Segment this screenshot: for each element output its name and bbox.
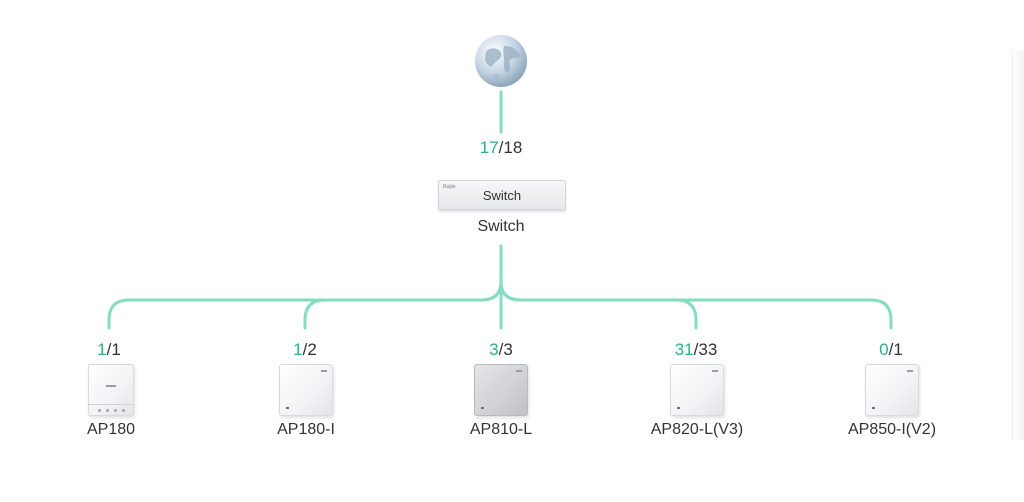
switch-device-icon[interactable]: Ruijie Switch bbox=[438, 180, 566, 210]
ap-total-count: /1 bbox=[106, 340, 121, 359]
ap-count-ap850-i: 0/1 bbox=[879, 340, 903, 360]
ap-count-ap820-l: 31/33 bbox=[675, 340, 718, 360]
ap-led bbox=[481, 407, 484, 409]
ap-count-ap180: 1/1 bbox=[97, 340, 121, 360]
ap-online-count: 3 bbox=[489, 340, 499, 359]
ap-label-ap810-l: AP810-L bbox=[469, 421, 533, 438]
switch-face-text: Switch bbox=[482, 188, 522, 203]
ap-logo bbox=[712, 370, 718, 372]
ceiling-ap-icon[interactable] bbox=[865, 364, 919, 416]
ap-label-ap820-l: AP820-L(V3) bbox=[650, 421, 744, 438]
ap-online-count: 0 bbox=[879, 340, 889, 359]
link-branch-ap850-i bbox=[499, 280, 893, 330]
link-branch-ap820-l bbox=[499, 280, 698, 330]
switch-total-count: /18 bbox=[498, 138, 523, 157]
ap-led bbox=[677, 407, 680, 409]
ap-led bbox=[286, 407, 289, 409]
ap-online-count: 1 bbox=[293, 340, 303, 359]
ap-count-ap810-l: 3/3 bbox=[489, 340, 513, 360]
ap-logo bbox=[106, 385, 116, 387]
ap-ports bbox=[89, 404, 133, 415]
ap-logo bbox=[321, 370, 327, 372]
ceiling-ap-grey-icon[interactable] bbox=[474, 364, 528, 416]
ap-total-count: /33 bbox=[693, 340, 718, 359]
ap-led bbox=[872, 407, 875, 409]
ap-logo bbox=[516, 370, 522, 372]
ap-total-count: /1 bbox=[888, 340, 903, 359]
wall-plate-ap-icon[interactable] bbox=[88, 364, 134, 416]
ap-label-ap850-i: AP850-I(V2) bbox=[847, 421, 937, 438]
link-branch-ap180-i bbox=[303, 280, 503, 330]
switch-count: 17/18 bbox=[480, 138, 523, 158]
switch-brand-text: Ruijie bbox=[443, 184, 456, 190]
ap-label-ap180-i: AP180-I bbox=[277, 421, 335, 438]
ap-logo bbox=[907, 370, 913, 372]
ap-total-count: /2 bbox=[302, 340, 317, 359]
ap-label-ap180: AP180 bbox=[86, 421, 136, 438]
switch-label: Switch bbox=[477, 218, 525, 235]
ap-count-ap180-i: 1/2 bbox=[293, 340, 317, 360]
ap-online-count: 31 bbox=[674, 340, 694, 359]
ap-total-count: /3 bbox=[498, 340, 513, 359]
ceiling-ap-icon[interactable] bbox=[670, 364, 724, 416]
globe-icon[interactable] bbox=[474, 34, 528, 88]
ap-online-count: 1 bbox=[97, 340, 107, 359]
side-panel-edge bbox=[1012, 50, 1024, 440]
switch-online-count: 17 bbox=[479, 138, 499, 157]
ceiling-ap-icon[interactable] bbox=[279, 364, 333, 416]
